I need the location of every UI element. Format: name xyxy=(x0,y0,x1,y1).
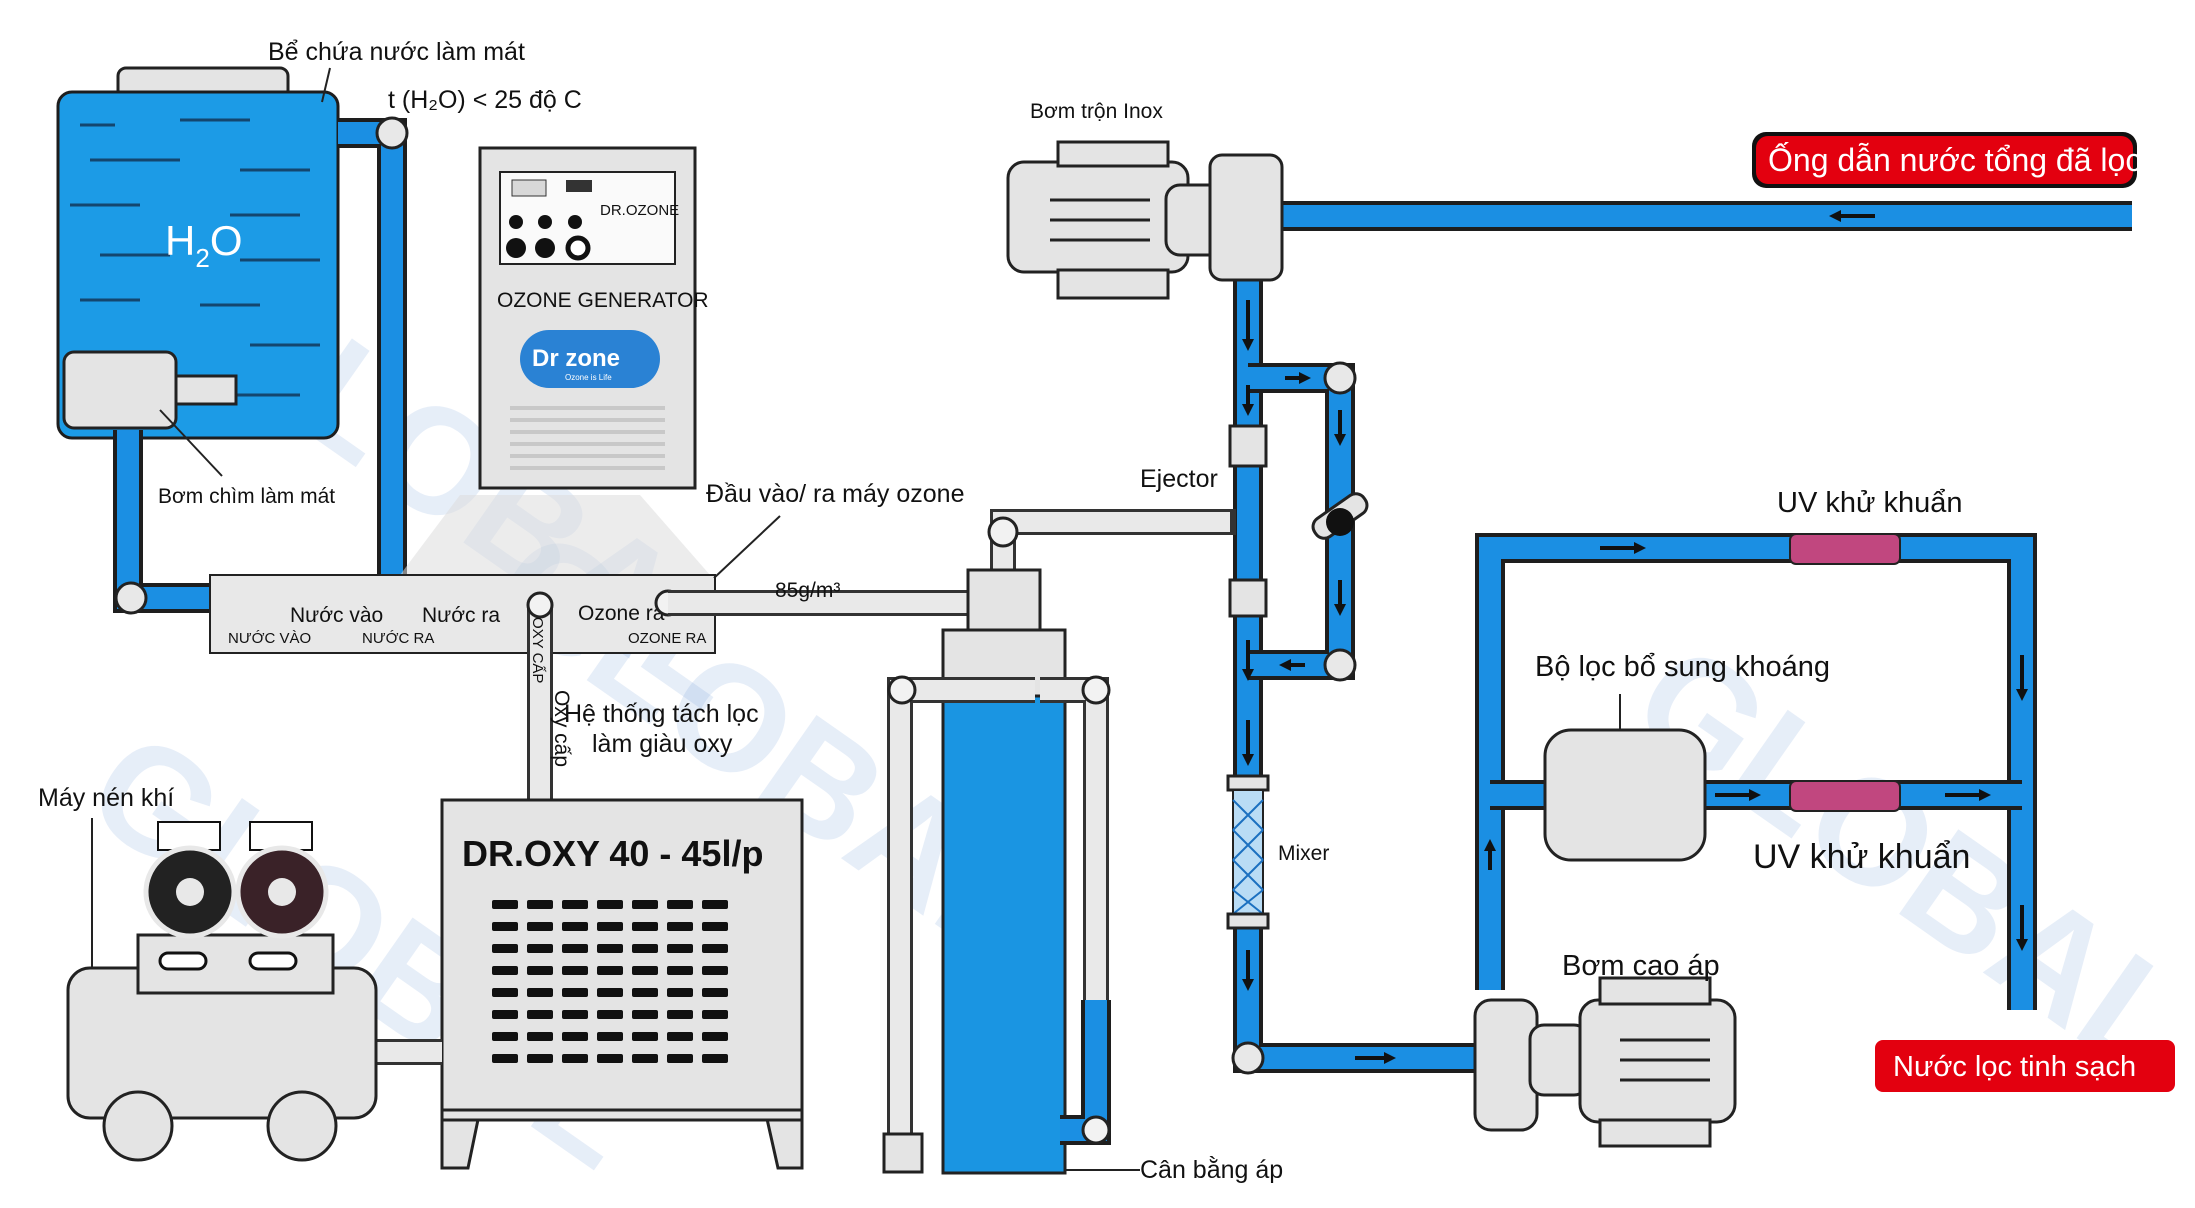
pressure-balance-label: Cân bằng áp xyxy=(1140,1155,1283,1184)
cooling-tank: H2O xyxy=(56,66,340,477)
clean-water-badge: Nước lọc tinh sạch xyxy=(1875,1040,2175,1092)
oxy-system-label-1: Hệ thống tách lọc xyxy=(564,700,759,728)
inox-pump-motor xyxy=(1006,160,1190,274)
uv-top-label: UV khử khuẩn xyxy=(1777,487,1962,519)
clean-water-label: Nước lọc tinh sạch xyxy=(1893,1051,2136,1083)
high-pressure-pump-label: Bơm cao áp xyxy=(1562,950,1720,982)
logo-text: Dr zone xyxy=(532,345,620,372)
main-pipe-badge: Ống dẫn nước tổng đã lọc xyxy=(1752,132,2141,188)
inox-pump-label: Bơm trộn Inox xyxy=(1030,100,1163,123)
tank-label: Bể chứa nước làm mát xyxy=(268,38,525,66)
main-pipe-label: Ống dẫn nước tổng đã lọc xyxy=(1768,142,2141,178)
compressor-wheel-left xyxy=(102,1090,174,1162)
tank-column xyxy=(941,694,1067,1175)
ozone-io-label: Đầu vào/ ra máy ozone xyxy=(706,480,964,508)
oxygen-concentrator: DR.OXY 40 - 45l/p xyxy=(440,798,804,1170)
reaction-tank xyxy=(882,509,1236,1175)
oxy-supply-label: Oxy cấp xyxy=(550,690,573,767)
water-in-small: NƯỚC VÀO xyxy=(228,630,311,647)
io-bar xyxy=(209,574,716,654)
ejector-label: Ejector xyxy=(1140,465,1218,493)
generator-title: OZONE GENERATOR xyxy=(497,289,709,312)
generator-shadow xyxy=(400,495,710,575)
static-mixer xyxy=(1226,774,1270,930)
oxy-machine-label: DR.OXY 40 - 45l/p xyxy=(462,833,763,874)
uv-mid-label: UV khử khuẩn xyxy=(1753,838,1970,876)
water-in-label: Nước vào xyxy=(290,604,383,627)
oxy-system-label-2: làm giàu oxy xyxy=(592,730,733,758)
submersible-pump xyxy=(62,350,178,430)
generator-knob-1[interactable] xyxy=(509,215,523,229)
compressor-head xyxy=(136,933,335,995)
oxygen-line: OXY CẤP Oxy cấp xyxy=(526,591,573,800)
mineral-filter-label: Bộ lọc bổ sung khoáng xyxy=(1535,651,1830,683)
ozone-line: 85g/m³ xyxy=(668,579,968,616)
submersible-pump-label: Bơm chìm làm mát xyxy=(158,485,335,508)
dr-ozone-logo xyxy=(520,330,660,388)
generator-knob-3[interactable] xyxy=(568,215,582,229)
generator-knob-2[interactable] xyxy=(538,215,552,229)
mineral-filter xyxy=(1543,728,1707,862)
connection-bar: Nước vào Nước ra Ozone ra NƯỚC VÀO NƯỚC … xyxy=(209,574,716,654)
compressor-label: Máy nén khí xyxy=(38,784,174,812)
ejector-fitting-bottom xyxy=(1228,578,1268,618)
inox-mixing-pump xyxy=(1006,140,1284,300)
ejector-fitting-top xyxy=(1228,424,1268,468)
h2o-label: H2O xyxy=(165,217,242,273)
ozone-generator: DR.OZONE OZONE GENERATOR Dr zone Ozone i… xyxy=(478,146,709,490)
temperature-label: t (H₂O) < 25 độ C xyxy=(388,86,582,114)
compressor-wheel-right xyxy=(266,1090,338,1162)
mixer-label: Mixer xyxy=(1278,842,1329,865)
tank-top-fitting xyxy=(966,568,1042,632)
ozone-out-small: OZONE RA xyxy=(628,630,706,647)
hp-pump-head xyxy=(1473,998,1539,1132)
uv-lamp-mid xyxy=(1789,780,1901,812)
uv-lamp-top xyxy=(1789,533,1901,565)
water-out-label: Nước ra xyxy=(422,604,500,627)
water-out-small: NƯỚC RA xyxy=(362,630,434,647)
high-pressure-pump xyxy=(1473,976,1737,1148)
ozone-out-label: Ozone ra xyxy=(578,602,665,625)
inox-pump-head xyxy=(1208,153,1284,282)
main-water-loop xyxy=(1226,201,2132,1075)
submersible-pump-nozzle xyxy=(174,374,238,406)
oxy-supply-small: OXY CẤP xyxy=(529,617,546,683)
generator-vents xyxy=(510,406,665,470)
concentration-label: 85g/m³ xyxy=(775,579,840,602)
generator-brand-small: DR.OZONE xyxy=(600,202,679,219)
logo-sub: Ozone is Life xyxy=(565,373,612,382)
bypass-valve[interactable] xyxy=(1309,490,1371,542)
cooling-pipes xyxy=(113,116,409,615)
air-compressor xyxy=(66,821,442,1162)
oxy-machine-vents xyxy=(492,900,728,1063)
